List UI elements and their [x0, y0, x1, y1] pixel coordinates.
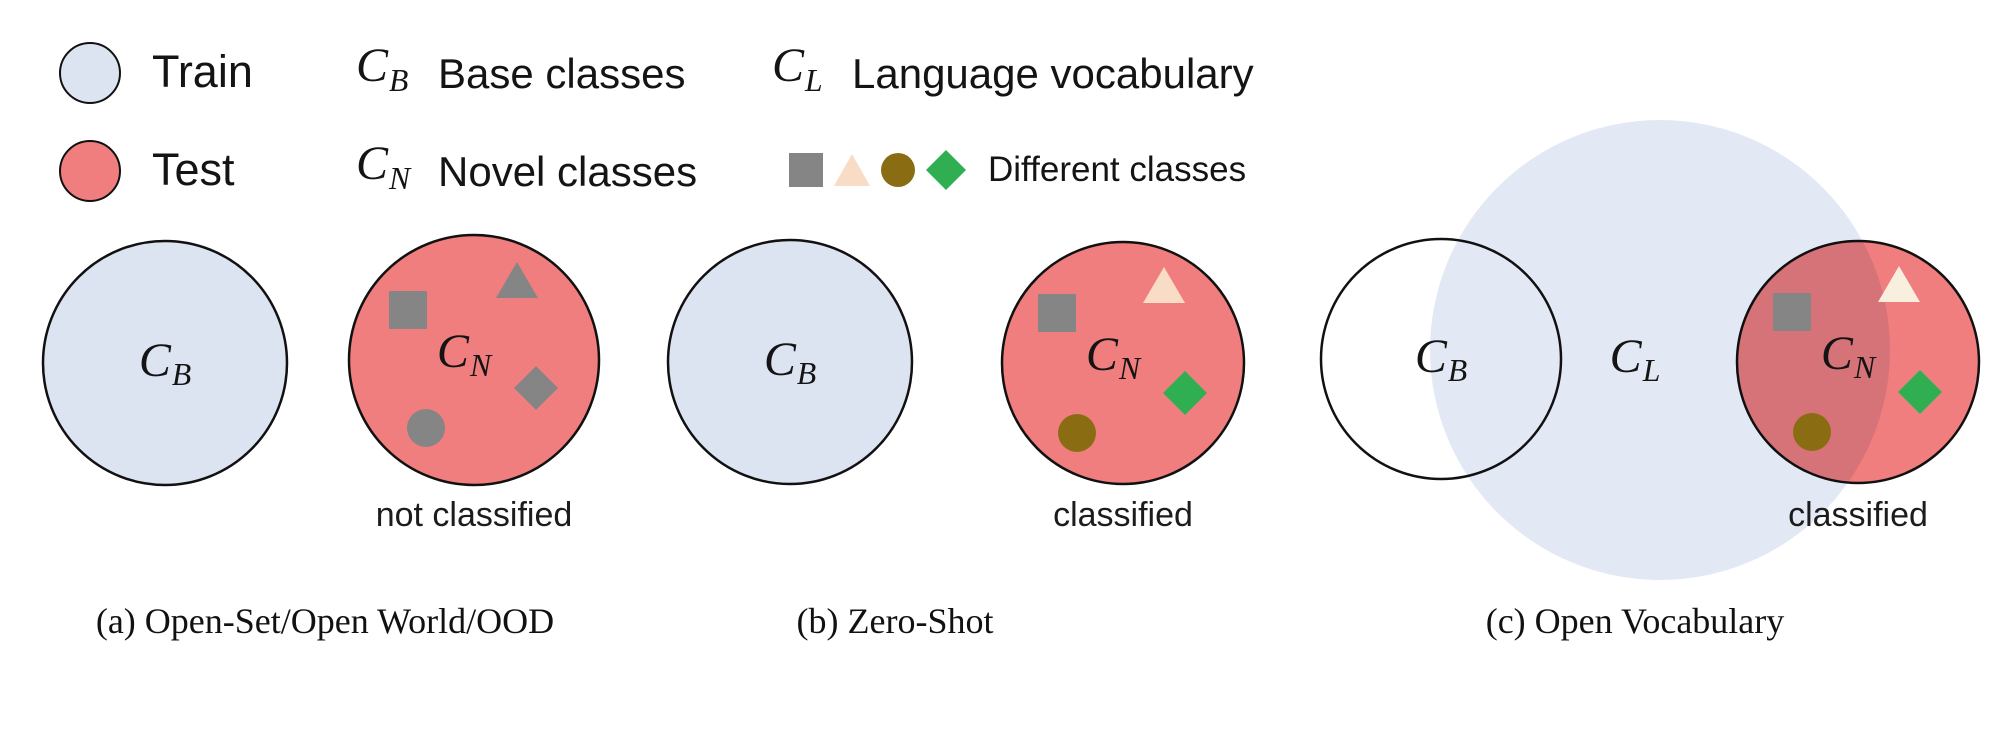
panel-a-cn-sub: N [469, 348, 492, 384]
panel-b-train-circle [666, 238, 914, 486]
panel-b-cb-sub: B [796, 356, 817, 392]
diamond-class-icon [1898, 370, 1942, 414]
novel-symbol-letter: C [356, 137, 389, 190]
square-class-icon [1773, 293, 1811, 331]
panel-c-vocab-circle [1430, 120, 1890, 580]
panel-a-train-label: CB [40, 238, 290, 488]
panel-a-cb-sub: B [171, 357, 192, 393]
panel-b-status: classified [1053, 496, 1193, 534]
panel-a-novel-contents: CN [346, 232, 602, 488]
panel-c-test-label: CN [1734, 238, 1982, 486]
triangle-class-icon [496, 262, 538, 298]
base-symbol-sub: B [389, 62, 409, 98]
panel-a-cn-letter: C [436, 324, 469, 378]
panel-c-train-circle [1319, 237, 1563, 481]
square-class-icon [389, 291, 427, 329]
legend-train-label: Train [152, 46, 253, 97]
panel-b-novel-contents: CN [999, 239, 1247, 487]
panel-b-cn-letter: C [1085, 327, 1118, 381]
triangle-class-icon [1878, 266, 1920, 302]
legend-base-text: Base classes [438, 50, 686, 97]
legend-class-shapes: Different classes [788, 148, 1246, 192]
panel-c-cn-sub: N [1853, 350, 1876, 386]
legend-lang-symbol: CL [772, 38, 823, 99]
panel-c-cn-letter: C [1820, 326, 1853, 380]
legend-base-symbol: CB [356, 38, 408, 99]
circle-class-icon [1793, 413, 1831, 451]
panel-c-caption: (c) Open Vocabulary [1485, 601, 1785, 641]
diamond-class-icon [514, 366, 558, 410]
panel-c-vocab-label: CL [1585, 236, 1685, 482]
panel-a-train-circle [41, 239, 289, 487]
novel-symbol-sub: N [389, 160, 411, 196]
diamond-class-icon [1163, 371, 1207, 415]
legend-test-label: Test [152, 144, 235, 195]
legend-lang-text: Language vocabulary [852, 50, 1254, 97]
square-class-icon [1038, 294, 1076, 332]
legend-triangle-icon [834, 154, 870, 186]
circle-class-icon [407, 409, 445, 447]
panel-c-cb-letter: C [1414, 329, 1447, 383]
circle-class-icon [1058, 414, 1096, 452]
panel-b-cb-letter: C [763, 332, 796, 386]
lang-symbol-sub: L [805, 62, 823, 98]
panel-b-test-label: CN [999, 239, 1247, 487]
legend-test-swatch-icon [59, 140, 121, 202]
legend-diamond-icon [926, 150, 966, 190]
triangle-class-icon [1143, 267, 1185, 303]
legend-novel-text: Novel classes [438, 148, 698, 195]
panel-a-test-label: CN [346, 232, 602, 488]
legend-square-icon [789, 153, 823, 187]
legend-circle-icon [881, 153, 915, 187]
panel-b-cn-sub: N [1118, 351, 1141, 387]
panel-b-caption: (b) Zero-Shot [796, 601, 994, 641]
panel-c-cb-sub: B [1447, 353, 1468, 389]
legend-train-swatch-icon [59, 42, 121, 104]
panel-c-status: classified [1788, 496, 1928, 534]
lang-symbol-letter: C [772, 39, 805, 92]
panel-c-train-label: CB [1318, 236, 1564, 482]
panel-c-cl-letter: C [1609, 329, 1642, 383]
base-symbol-letter: C [356, 39, 389, 92]
legend-novel-symbol: CN [356, 136, 410, 197]
panel-a-cb-letter: C [138, 333, 171, 387]
panel-a-caption: (a) Open-Set/Open World/OOD [95, 601, 555, 641]
panel-c-cl-sub: L [1642, 353, 1661, 389]
panel-c-novel-contents: CN [1734, 238, 1982, 486]
panel-a-status: not classified [375, 496, 573, 534]
legend-diff-text: Different classes [988, 150, 1247, 189]
panel-b-train-label: CB [665, 237, 915, 487]
